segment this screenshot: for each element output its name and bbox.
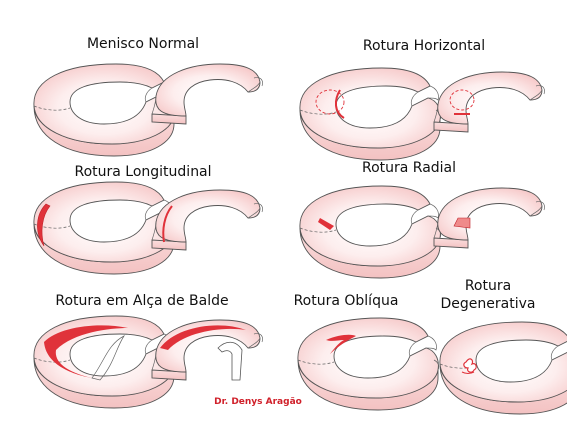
panel-radial: Rotura Radial — [299, 160, 545, 279]
longitudinal-tear-section-mark — [162, 205, 173, 243]
oblique-tear-mark — [326, 334, 356, 354]
panel-bucket-handle: Rotura em Alça de Balde — [33, 293, 263, 409]
panel-longitudinal: Rotura Longitudinal — [33, 164, 263, 275]
panel-degenerative: Rotura Degenerativa — [439, 278, 567, 415]
meniscus-section-radial — [433, 187, 545, 249]
horizontal-tear-section-dashed — [449, 89, 475, 111]
panel-oblique: Rotura Oblíqua — [294, 293, 440, 411]
longitudinal-tear-mark — [37, 203, 51, 247]
panel-horizontal: Rotura Horizontal — [299, 38, 545, 161]
panel-title-radial: Rotura Radial — [362, 160, 456, 176]
meniscus-section-normal — [151, 63, 263, 125]
degenerative-tear-mark — [463, 358, 477, 373]
meniscus-ring-radial — [299, 185, 442, 279]
panel-title-bucket-handle: Rotura em Alça de Balde — [55, 293, 228, 309]
bucket-handle-section-fragment — [217, 341, 243, 381]
panel-title-oblique: Rotura Oblíqua — [294, 293, 399, 309]
meniscus-ring-horizontal — [299, 67, 442, 161]
panel-title-degenerative-line2: Degenerativa — [441, 296, 536, 312]
degenerative-tear-fray — [461, 371, 475, 374]
panel-title-degenerative-line1: Rotura — [465, 278, 511, 294]
meniscus-ring-longitudinal — [33, 181, 176, 275]
radial-tear-section-mark — [453, 217, 471, 229]
panel-normal: Menisco Normal — [33, 36, 263, 157]
bucket-handle-displaced-fragment — [91, 335, 126, 381]
meniscus-section-longitudinal — [151, 189, 263, 251]
meniscus-ring-oblique — [297, 317, 440, 411]
panel-title-normal: Menisco Normal — [87, 36, 199, 52]
radial-tear-mark — [318, 218, 334, 230]
panel-title-horizontal: Rotura Horizontal — [363, 38, 485, 54]
bucket-handle-tear-band — [44, 325, 128, 378]
panel-title-longitudinal: Rotura Longitudinal — [74, 164, 211, 180]
horizontal-tear-dashed-outline — [315, 89, 345, 115]
meniscus-ring-degenerative — [439, 321, 567, 415]
bucket-handle-section-tear — [160, 325, 246, 350]
meniscus-ring-normal — [33, 63, 176, 157]
author-credit: Dr. Denys Aragão — [214, 397, 302, 407]
